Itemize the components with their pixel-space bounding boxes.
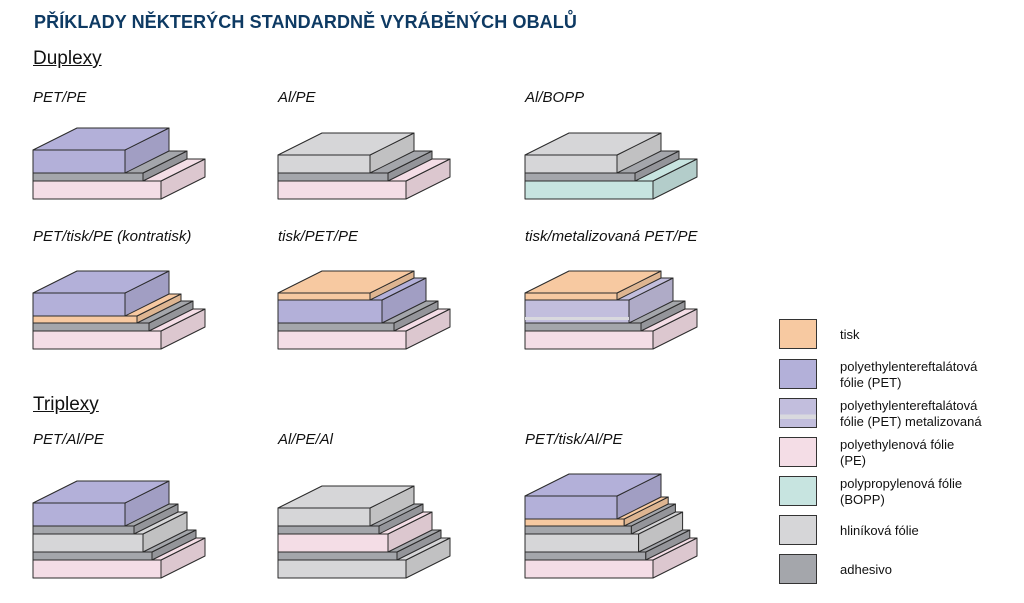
legend-text-pet: polyethylentereftalátová fólie (PET): [840, 359, 977, 391]
layer-top-tisk: [277, 270, 415, 294]
legend-swatch-pet-metalizovana: [779, 398, 817, 428]
diagram-label-tisk-pet-pe: tisk/PET/PE: [278, 228, 359, 245]
legend-line: polyethylenová fólie: [840, 437, 955, 452]
layer-front-adh: [524, 551, 647, 561]
legend-line: polyethylentereftalátová: [840, 359, 978, 374]
layer-top-al: [277, 132, 415, 156]
legend-text-adhesivo: adhesivo: [840, 562, 892, 578]
legend-swatch-al: [779, 515, 817, 545]
layer-front-tisk: [32, 315, 138, 324]
layer-top-pet: [32, 127, 170, 151]
layer-front-tisk: [524, 518, 625, 527]
legend-line: hliníková fólie: [840, 523, 919, 538]
layer-front-bopp: [524, 180, 654, 200]
layer-front-pe: [32, 559, 162, 579]
page-title: PŘÍKLADY NĚKTERÝCH STANDARDNĚ VYRÁBĚNÝCH…: [34, 12, 577, 32]
diagram-label-tisk-metalizovana-pet-pe: tisk/metalizovaná PET/PE: [525, 228, 698, 245]
diagram-label-pet-tisk-al-pe: PET/tisk/Al/PE: [525, 431, 623, 448]
legend-line: fólie (PET) metalizovaná: [840, 414, 982, 429]
legend-swatch-pe: [779, 437, 817, 467]
layer-front-pet: [277, 299, 383, 324]
legend-swatch-pet: [779, 359, 817, 389]
laminate-stack: [277, 270, 451, 350]
laminate-stack: [524, 270, 698, 350]
laminate-stack: [524, 132, 698, 200]
layer-top-pet: [32, 480, 170, 504]
layer-front-adh: [277, 172, 389, 182]
diagram-label-pet-tisk-pe: PET/tisk/PE (kontratisk): [33, 228, 192, 245]
layer-front-pe: [524, 559, 654, 579]
legend-swatch-bopp: [779, 476, 817, 506]
diagram-label-al-pe: Al/PE: [278, 89, 316, 106]
laminate-stack: [32, 270, 206, 350]
section-heading-duplexy: Duplexy: [33, 48, 102, 69]
diagram-label-pet-al-pe: PET/Al/PE: [33, 431, 104, 448]
legend-line: polypropylenová fólie: [840, 476, 963, 491]
laminate-stack: [277, 485, 451, 579]
legend-text-tisk: tisk: [840, 327, 860, 343]
legend-text-bopp: polypropylenová fólie (BOPP): [840, 476, 962, 508]
layer-front-adh: [524, 322, 642, 332]
layer-top-pet: [32, 270, 170, 294]
layer-front-pet: [32, 502, 126, 527]
metalized-band: [525, 317, 629, 320]
layer-front-pe: [32, 180, 162, 200]
layer-top-tisk: [524, 270, 662, 294]
layer-front-tisk: [277, 292, 371, 301]
diagram-label-al-pe-al: Al/PE/Al: [278, 431, 334, 448]
layer-front-pe: [277, 330, 407, 350]
layer-front-adh: [32, 551, 153, 561]
diagram-label-al-bopp: Al/BOPP: [525, 89, 585, 106]
laminate-stack: [32, 480, 206, 579]
legend-swatch-adhesivo: [779, 554, 817, 584]
layer-front-al: [277, 507, 371, 527]
section-heading-triplexy: Triplexy: [33, 394, 99, 415]
layer-front-pe: [277, 180, 407, 200]
layer-front-adh: [277, 551, 398, 561]
layer-front-tisk: [524, 292, 618, 301]
layer-front-pet: [524, 495, 618, 520]
layer-top-pet: [524, 473, 662, 497]
legend-text-al: hliníková fólie: [840, 523, 919, 539]
legend-swatch-tisk: [779, 319, 817, 349]
layer-top-al: [277, 485, 415, 509]
layer-front-adh: [32, 525, 135, 535]
layer-front-adh: [32, 172, 144, 182]
legend-line: adhesivo: [840, 562, 893, 577]
layer-front-pet: [32, 149, 126, 174]
legend-text-pe: polyethylenová fólie (PE): [840, 437, 954, 469]
layer-front-pet: [32, 292, 126, 317]
legend-line: tisk: [840, 327, 860, 342]
layer-front-pe: [277, 533, 389, 553]
legend-line: (BOPP): [840, 492, 885, 507]
layer-front-al: [524, 154, 618, 174]
layer-front-al: [524, 533, 640, 553]
legend-line: fólie (PET): [840, 375, 902, 390]
diagram-label-pet-pe: PET/PE: [33, 89, 87, 106]
layer-front-adh: [277, 322, 395, 332]
layer-front-adh: [524, 525, 632, 535]
layer-front-pe: [32, 330, 162, 350]
layer-front-adh: [277, 525, 380, 535]
layer-front-adh: [32, 322, 150, 332]
layer-top-al: [524, 132, 662, 156]
layer-front-adh: [524, 172, 636, 182]
layer-front-pe: [524, 330, 654, 350]
laminate-stack: [32, 127, 206, 200]
legend-line: (PE): [840, 453, 866, 468]
layer-front-al: [277, 559, 407, 579]
layer-front-al: [277, 154, 371, 174]
legend-text-pet-metalizovana: polyethylentereftalátová fólie (PET) met…: [840, 398, 982, 430]
layer-front-al: [32, 533, 144, 553]
legend-line: polyethylentereftalátová: [840, 398, 978, 413]
laminate-stack: [524, 473, 698, 579]
laminate-stack: [277, 132, 451, 200]
